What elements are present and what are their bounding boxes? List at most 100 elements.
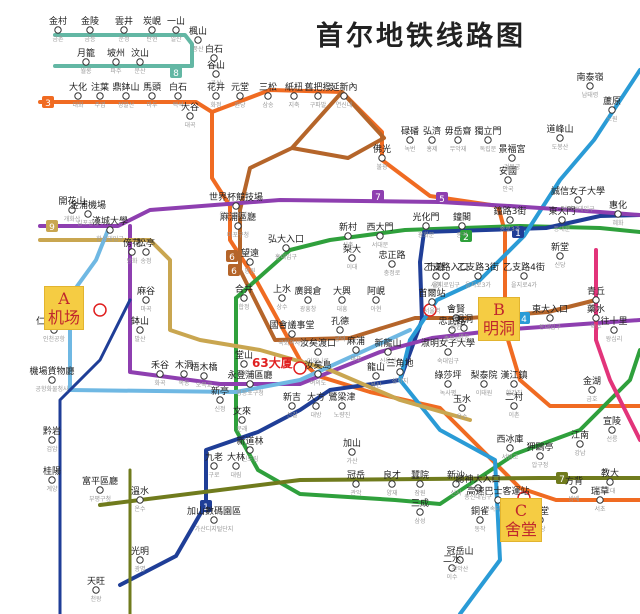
station-marker[interactable] — [378, 154, 386, 162]
station-월드컵경기장[interactable] — [232, 202, 240, 210]
station-신용산[interactable] — [384, 348, 392, 356]
station-상수[interactable] — [278, 294, 286, 302]
station-marker[interactable] — [216, 396, 224, 404]
station-marker[interactable] — [508, 154, 516, 162]
station-서초[interactable] — [596, 496, 604, 504]
station-운정[interactable] — [120, 26, 128, 34]
station-여의나루[interactable] — [314, 348, 322, 356]
station-marker[interactable] — [112, 58, 120, 66]
station-marker[interactable] — [86, 26, 94, 34]
station-marker[interactable] — [136, 58, 144, 66]
station-marker[interactable] — [608, 106, 616, 114]
station-marker[interactable] — [234, 222, 242, 230]
station-청구[interactable] — [592, 296, 600, 304]
station-marker[interactable] — [344, 232, 352, 240]
station-marker[interactable] — [264, 92, 272, 100]
station-marker[interactable] — [212, 92, 220, 100]
station-marker[interactable] — [448, 564, 456, 572]
station-marker[interactable] — [480, 380, 488, 388]
station-잠원[interactable] — [416, 480, 424, 488]
station-marker[interactable] — [136, 556, 144, 564]
station-관악[interactable] — [352, 480, 360, 488]
station-마포[interactable] — [352, 346, 360, 354]
station-marker[interactable] — [240, 294, 248, 302]
station-marker[interactable] — [246, 446, 254, 454]
station-방배[interactable] — [570, 486, 578, 494]
station-marker[interactable] — [240, 360, 248, 368]
station-명동[interactable] — [460, 324, 468, 332]
station-화곡[interactable] — [156, 370, 164, 378]
station-marker[interactable] — [200, 372, 208, 380]
station-금릉[interactable] — [86, 26, 94, 34]
station-대방[interactable] — [312, 402, 320, 410]
station-이수[interactable] — [448, 564, 456, 572]
station-이태원[interactable] — [480, 380, 488, 388]
station-marker[interactable] — [174, 92, 182, 100]
station-삼성[interactable] — [416, 508, 424, 516]
station-독립문[interactable] — [484, 136, 492, 144]
station-marker[interactable] — [278, 294, 286, 302]
station-서울역[interactable] — [428, 298, 436, 306]
station-marker[interactable] — [194, 36, 202, 44]
station-marker[interactable] — [506, 444, 514, 452]
station-marker[interactable] — [448, 326, 456, 334]
station-marker[interactable] — [588, 386, 596, 394]
station-김포공항[interactable] — [84, 210, 92, 218]
station-동대문[interactable] — [558, 216, 566, 224]
station-marker[interactable] — [452, 480, 460, 488]
station-marker[interactable] — [504, 176, 512, 184]
station-녹번[interactable] — [406, 136, 414, 144]
station-marker[interactable] — [232, 202, 240, 210]
station-marker[interactable] — [458, 404, 466, 412]
station-용산[interactable] — [372, 372, 380, 380]
station-marker[interactable] — [210, 516, 218, 524]
station-marker[interactable] — [172, 26, 180, 34]
station-불광[interactable] — [378, 154, 386, 162]
station-marker[interactable] — [156, 370, 164, 378]
station-marker[interactable] — [458, 222, 466, 230]
station-marker[interactable] — [372, 372, 380, 380]
station-교대[interactable] — [606, 478, 614, 486]
station-marker[interactable] — [48, 436, 56, 444]
station-서빙고[interactable] — [506, 444, 514, 452]
station-백석[interactable] — [174, 92, 182, 100]
station-marker[interactable] — [304, 296, 312, 304]
station-marker[interactable] — [136, 496, 144, 504]
station-온수[interactable] — [136, 496, 144, 504]
station-충무로[interactable] — [448, 326, 456, 334]
station-신당[interactable] — [556, 252, 564, 260]
station-marker[interactable] — [338, 402, 346, 410]
station-당산[interactable] — [240, 360, 248, 368]
station-주엽[interactable] — [96, 92, 104, 100]
station-marker[interactable] — [576, 440, 584, 448]
station-백석[interactable] — [210, 54, 218, 62]
station-marker[interactable] — [282, 244, 290, 252]
station-홍대입구[interactable] — [282, 244, 290, 252]
station-marker[interactable] — [422, 222, 430, 230]
station-공항화물청사[interactable] — [48, 376, 56, 384]
station-문래[interactable] — [238, 416, 246, 424]
station-신촌[interactable] — [344, 232, 352, 240]
station-영등포구청[interactable] — [246, 380, 254, 388]
station-marker[interactable] — [484, 136, 492, 144]
station-선릉[interactable] — [608, 426, 616, 434]
station-marker[interactable] — [452, 314, 460, 322]
station-동대입구[interactable] — [546, 314, 554, 322]
station-광흥창[interactable] — [304, 296, 312, 304]
station-연신내[interactable] — [340, 92, 348, 100]
station-안국[interactable] — [504, 176, 512, 184]
station-녹사평[interactable] — [444, 380, 452, 388]
station-marker[interactable] — [314, 348, 322, 356]
station-marker[interactable] — [456, 556, 464, 564]
station-marker[interactable] — [510, 380, 518, 388]
station-화정[interactable] — [212, 92, 220, 100]
station-이촌[interactable] — [510, 402, 518, 410]
station-지축[interactable] — [290, 92, 298, 100]
station-회현[interactable] — [452, 314, 460, 322]
station-marker[interactable] — [314, 370, 322, 378]
station-marker[interactable] — [210, 54, 218, 62]
station-문산[interactable] — [136, 58, 144, 66]
station-marker[interactable] — [444, 380, 452, 388]
station-marker[interactable] — [432, 272, 440, 280]
station-marker[interactable] — [312, 402, 320, 410]
